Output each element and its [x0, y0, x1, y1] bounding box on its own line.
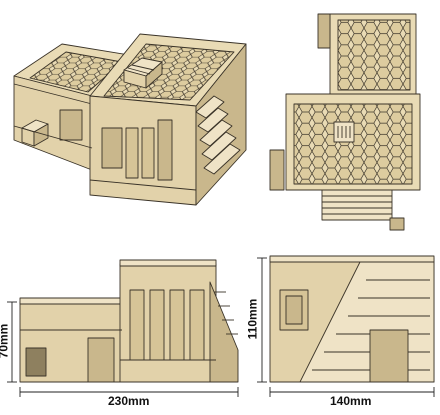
isometric-view [13, 33, 247, 206]
front-door [87, 337, 115, 383]
top-view [269, 13, 421, 231]
iso-stairs [195, 95, 241, 175]
side-elevation [257, 255, 435, 397]
iso-door [101, 127, 123, 169]
front-elevation [7, 259, 239, 397]
iso-right-roof-hex [103, 43, 235, 101]
top-stairs [321, 189, 393, 221]
front-height-label: 70mm [0, 323, 11, 359]
side-height-label: 110mm [245, 298, 260, 340]
side-width-label: 140mm [330, 394, 372, 408]
front-stairs [209, 281, 239, 383]
side-door [369, 329, 409, 383]
top-hatch [333, 121, 355, 143]
front-width-label: 230mm [108, 394, 150, 408]
front-crate [25, 347, 47, 377]
